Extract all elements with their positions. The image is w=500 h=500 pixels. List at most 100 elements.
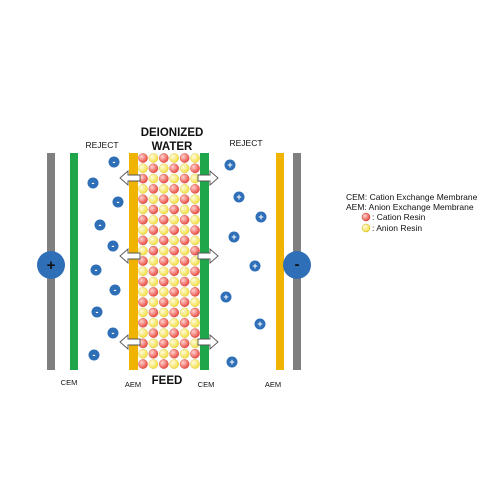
cation-resin-bead [190,184,200,194]
cation-resin-bead [179,338,190,349]
cation-resin-bead [148,328,159,338]
cem-right-label: CEM [198,380,215,389]
cation-resin-bead [138,214,148,225]
anion-resin-bead [148,276,159,287]
anion-resin-bead [190,194,200,204]
cation-resin-bead [158,235,169,246]
legend-aem: AEM: Anion Exchange Membrane [346,202,474,212]
svg-text:-: - [93,350,96,360]
cation-resin-bead [190,163,200,174]
anion-resin-bead [190,317,200,328]
right-arrow-icon [197,170,219,186]
anion-resin-bead [138,328,148,338]
cation-icon: + [226,356,238,368]
anion-icon: - [94,219,106,231]
anion-icon: - [109,284,121,296]
cation-resin-bead [179,194,190,204]
svg-text:-: - [117,197,120,207]
anion-resin-bead [169,235,179,246]
left-cem-membrane [70,153,78,370]
anion-icon: - [90,264,102,276]
cation-resin-bead [190,287,200,297]
feed-label: FEED [152,375,183,387]
anion-resin-bead [148,256,159,266]
right-arrow-icon [197,334,219,350]
cation-resin-bead [190,204,200,215]
anion-resin-bead [138,184,148,194]
anion-resin-bead [158,204,169,215]
anion-resin-bead [158,163,169,174]
negative-electrode-icon: - [283,251,311,279]
cem-left-label: CEM [61,378,78,387]
anion-resin-bead [190,153,200,163]
anion-resin-bead [169,194,179,204]
cation-resin-bead [138,276,148,287]
cation-icon: + [233,191,245,203]
left-arrow-icon [119,334,141,350]
svg-text:-: - [295,256,300,273]
anion-resin-bead [169,153,179,163]
cation-resin-bead [169,245,179,256]
cation-resin-bead [179,214,190,225]
svg-text:+: + [227,160,232,170]
cation-resin-bead [158,359,169,369]
anion-resin-bead [190,359,200,369]
anion-resin-bead [169,214,179,225]
anion-resin-bead [169,256,179,266]
svg-text:-: - [95,265,98,275]
anion-resin-bead [138,225,148,235]
cation-resin-bead [179,297,190,308]
left-arrow-icon [119,248,141,264]
cation-resin-bead [148,266,159,277]
anion-resin-bead [148,317,159,328]
svg-text:-: - [113,157,116,167]
anion-resin-bead [148,297,159,308]
cation-resin-bead [138,256,148,266]
inner-cem-membrane [200,153,209,370]
resin-bed [138,153,200,370]
svg-text:+: + [47,257,56,274]
anion-resin-bead [179,204,190,215]
anion-resin-bead [179,287,190,297]
anion-resin-bead [138,245,148,256]
anion-resin-bead [158,287,169,297]
anion-resin-bead [138,287,148,297]
cation-resin-bead [179,256,190,266]
cation-resin-bead [179,359,190,369]
svg-text:-: - [96,307,99,317]
right-aem-membrane [276,153,284,370]
reject-right-label: REJECT [229,138,262,148]
ions: ----------++++++++ [87,156,267,368]
legend: CEM: Cation Exchange Membrane AEM: Anion… [346,192,478,233]
cation-resin-bead [179,276,190,287]
anion-resin-bead [138,204,148,215]
svg-text:+: + [257,319,262,329]
legend-cation: : Cation Resin [372,212,426,222]
svg-text:-: - [112,328,115,338]
cation-resin-bead [138,153,148,163]
cation-resin-bead [179,173,190,184]
anion-resin-bead [190,214,200,225]
svg-text:-: - [99,220,102,230]
anion-resin-bead [169,338,179,349]
aem-left-label: AEM [125,380,141,389]
cation-resin-bead [158,297,169,308]
anion-resin-bead [190,256,200,266]
cation-resin-bead [158,173,169,184]
cation-resin-bead [169,266,179,277]
cation-resin-bead [190,245,200,256]
cation-resin-bead [148,348,159,359]
cation-resin-bead [138,359,148,369]
anion-resin-bead [148,214,159,225]
anion-resin-bead [158,184,169,194]
cation-resin-bead [158,153,169,163]
anion-resin-bead [179,348,190,359]
cation-resin-bead [190,348,200,359]
svg-text:-: - [112,241,115,251]
cation-icon: + [249,260,261,272]
anion-resin-bead [158,348,169,359]
title-line-1: DEIONIZED [141,127,204,139]
svg-text:+: + [223,292,228,302]
anion-resin-bead [179,307,190,318]
anion-icon: - [91,306,103,318]
